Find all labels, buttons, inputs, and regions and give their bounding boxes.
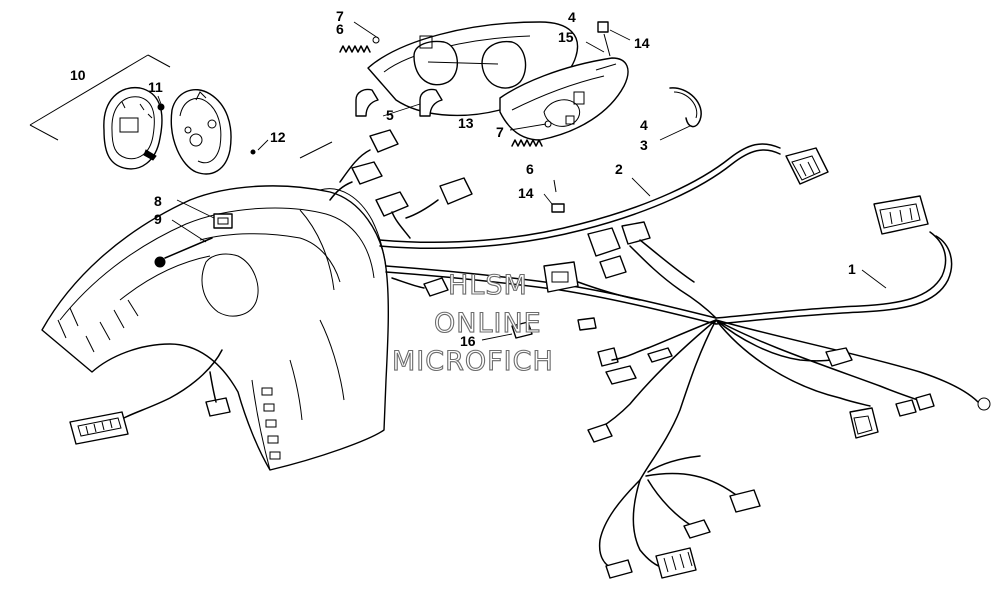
harness-connector-bt2 xyxy=(683,519,711,539)
cluster-fastener xyxy=(250,139,269,155)
callout-6-upper: 6 xyxy=(336,21,344,37)
hood-dash-housing xyxy=(41,185,389,471)
harness-connector-bt3 xyxy=(729,489,761,513)
callout-labels: 1 2 3 4 4 5 6 6 7 7 8 9 10 11 12 13 14 1… xyxy=(70,8,856,349)
watermark: HLSM ONLINE MICROFICH xyxy=(391,269,554,377)
dash-mounting-screw xyxy=(154,219,213,268)
callout-14-lower: 14 xyxy=(518,185,534,201)
cover-bracket xyxy=(355,88,443,117)
multi-pin-connector-bottom xyxy=(655,547,697,579)
callout-16: 16 xyxy=(460,333,476,349)
callout-4-lower: 4 xyxy=(640,117,648,133)
harness-connector-lf1 xyxy=(587,423,613,443)
callout-3: 3 xyxy=(640,137,648,153)
callout-15: 15 xyxy=(558,29,574,45)
main-harness-connector xyxy=(873,195,929,235)
headlight-switch-part xyxy=(176,199,233,229)
connector-c xyxy=(375,191,411,239)
sub-harness xyxy=(379,143,829,250)
callout-5: 5 xyxy=(386,107,394,123)
lower-retainer-clip xyxy=(543,179,565,213)
harness-connector-lf3 xyxy=(605,365,637,385)
harness-connector-lf4 xyxy=(647,347,673,363)
relay-connector-cluster xyxy=(481,221,717,341)
callout-7-upper: 7 xyxy=(336,8,344,24)
harness-connector-lf2 xyxy=(597,347,649,367)
callout-1: 1 xyxy=(848,261,856,277)
spring-lower xyxy=(509,120,552,147)
callout-10: 10 xyxy=(70,67,86,83)
connector-d xyxy=(405,177,473,219)
main-harness xyxy=(385,195,991,579)
band-clamp xyxy=(659,87,702,141)
callout-13: 13 xyxy=(458,115,474,131)
harness-connector-bt1 xyxy=(605,559,633,579)
spring-upper xyxy=(339,21,380,53)
callout-11: 11 xyxy=(148,79,163,95)
harness-connector-rt1 xyxy=(825,347,853,367)
dash-connectors xyxy=(329,129,473,297)
callout-14-upper: 14 xyxy=(634,35,650,51)
connector-e xyxy=(391,277,449,297)
gauge-housing xyxy=(170,89,232,175)
watermark-line-3: MICROFICH xyxy=(392,346,554,377)
connector-a xyxy=(339,129,399,183)
harness-connector-rt3 xyxy=(895,393,935,417)
speedometer-gauge xyxy=(103,86,163,170)
callout-12: 12 xyxy=(270,129,286,145)
callout-7-lower: 7 xyxy=(496,124,504,140)
cluster-screw xyxy=(157,95,165,111)
callout-9: 9 xyxy=(154,211,162,227)
callout-4-upper: 4 xyxy=(568,9,576,25)
instrument-cluster-group xyxy=(29,54,333,175)
watermark-line-1: HLSM xyxy=(448,270,528,301)
callout-6-lower: 6 xyxy=(526,161,534,177)
watermark-line-2: ONLINE xyxy=(434,308,542,339)
connector-b xyxy=(329,161,383,201)
sub-harness-connector xyxy=(785,147,829,185)
callout-2: 2 xyxy=(615,161,623,177)
harness-connector-rt2 xyxy=(849,407,879,439)
retainer-clip xyxy=(585,21,631,57)
upper-cover-assembly xyxy=(367,21,629,141)
ground-ring-terminal xyxy=(977,397,991,411)
callout-8: 8 xyxy=(154,193,162,209)
dash-lower-connector xyxy=(69,349,231,445)
